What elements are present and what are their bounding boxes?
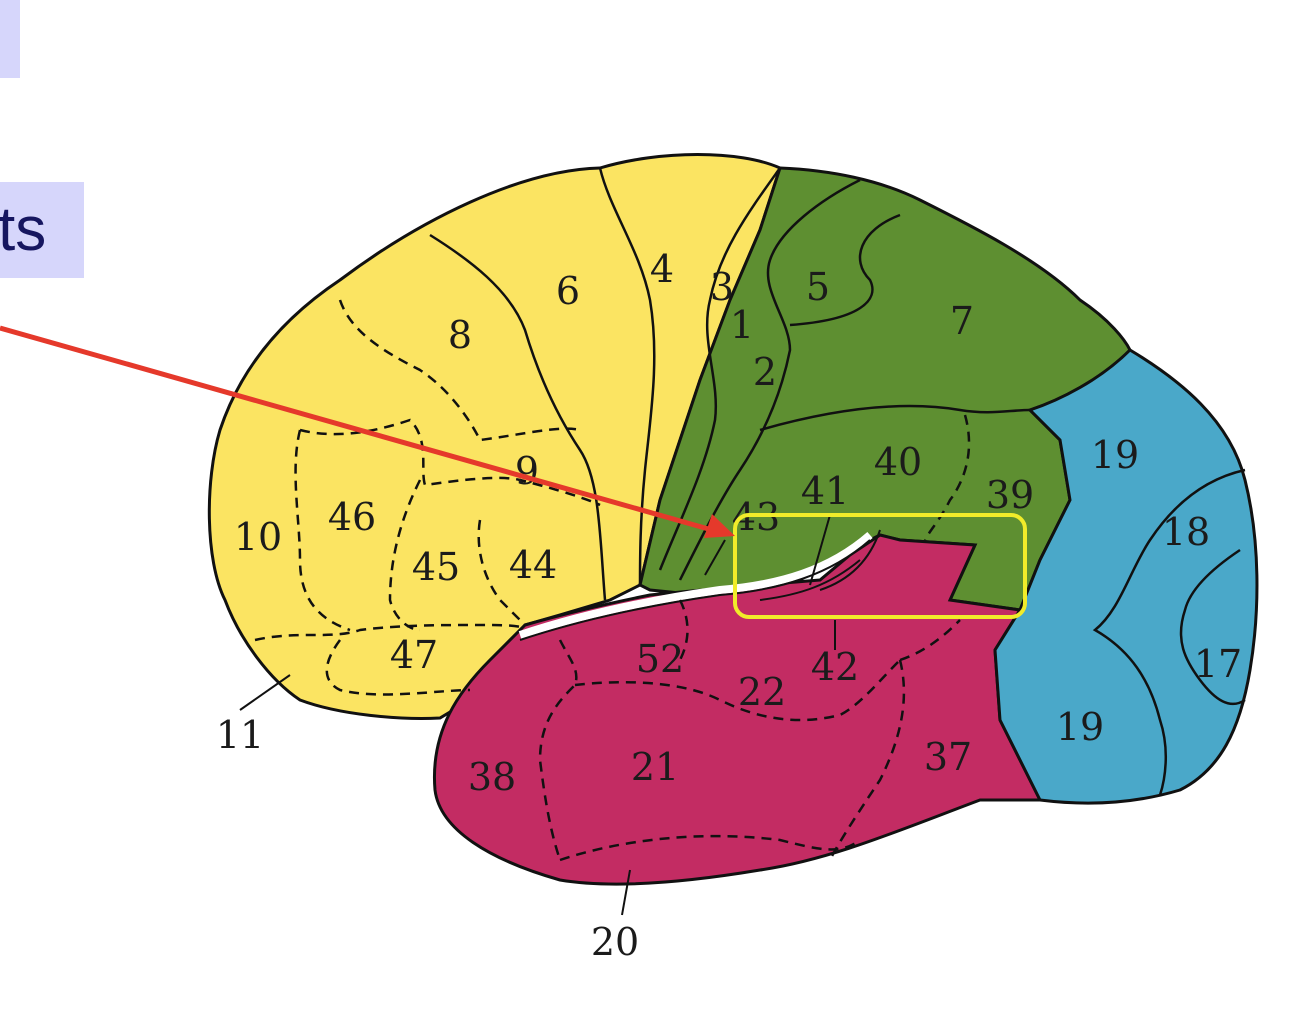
area-label-2: 2: [753, 350, 777, 394]
area-label-20: 20: [591, 920, 639, 964]
area-label-41: 41: [801, 469, 849, 513]
area-label-22: 22: [738, 670, 786, 714]
area-label-37: 37: [924, 735, 972, 779]
area-label-19-upper: 19: [1091, 433, 1139, 477]
area-label-8: 8: [448, 313, 472, 357]
area-label-1: 1: [730, 303, 754, 347]
area-label-10: 10: [234, 515, 282, 559]
area-label-45: 45: [412, 545, 460, 589]
area-label-52: 52: [636, 637, 684, 681]
area-label-6: 6: [556, 269, 580, 313]
area-label-9: 9: [515, 449, 539, 493]
area-label-18: 18: [1162, 510, 1210, 554]
area-label-40: 40: [874, 440, 922, 484]
area-label-46: 46: [328, 495, 376, 539]
area-label-4: 4: [650, 247, 674, 291]
area-label-7: 7: [950, 299, 974, 343]
area-label-11: 11: [216, 713, 264, 757]
area-label-5: 5: [806, 265, 830, 309]
area-label-38: 38: [468, 755, 516, 799]
area-label-42: 42: [811, 645, 859, 689]
area-label-19-lower: 19: [1056, 705, 1104, 749]
area-label-17: 17: [1194, 642, 1242, 686]
area-label-21: 21: [631, 745, 679, 789]
area-label-44: 44: [509, 543, 557, 587]
area-label-47: 47: [390, 633, 438, 677]
area-label-39: 39: [986, 473, 1034, 517]
